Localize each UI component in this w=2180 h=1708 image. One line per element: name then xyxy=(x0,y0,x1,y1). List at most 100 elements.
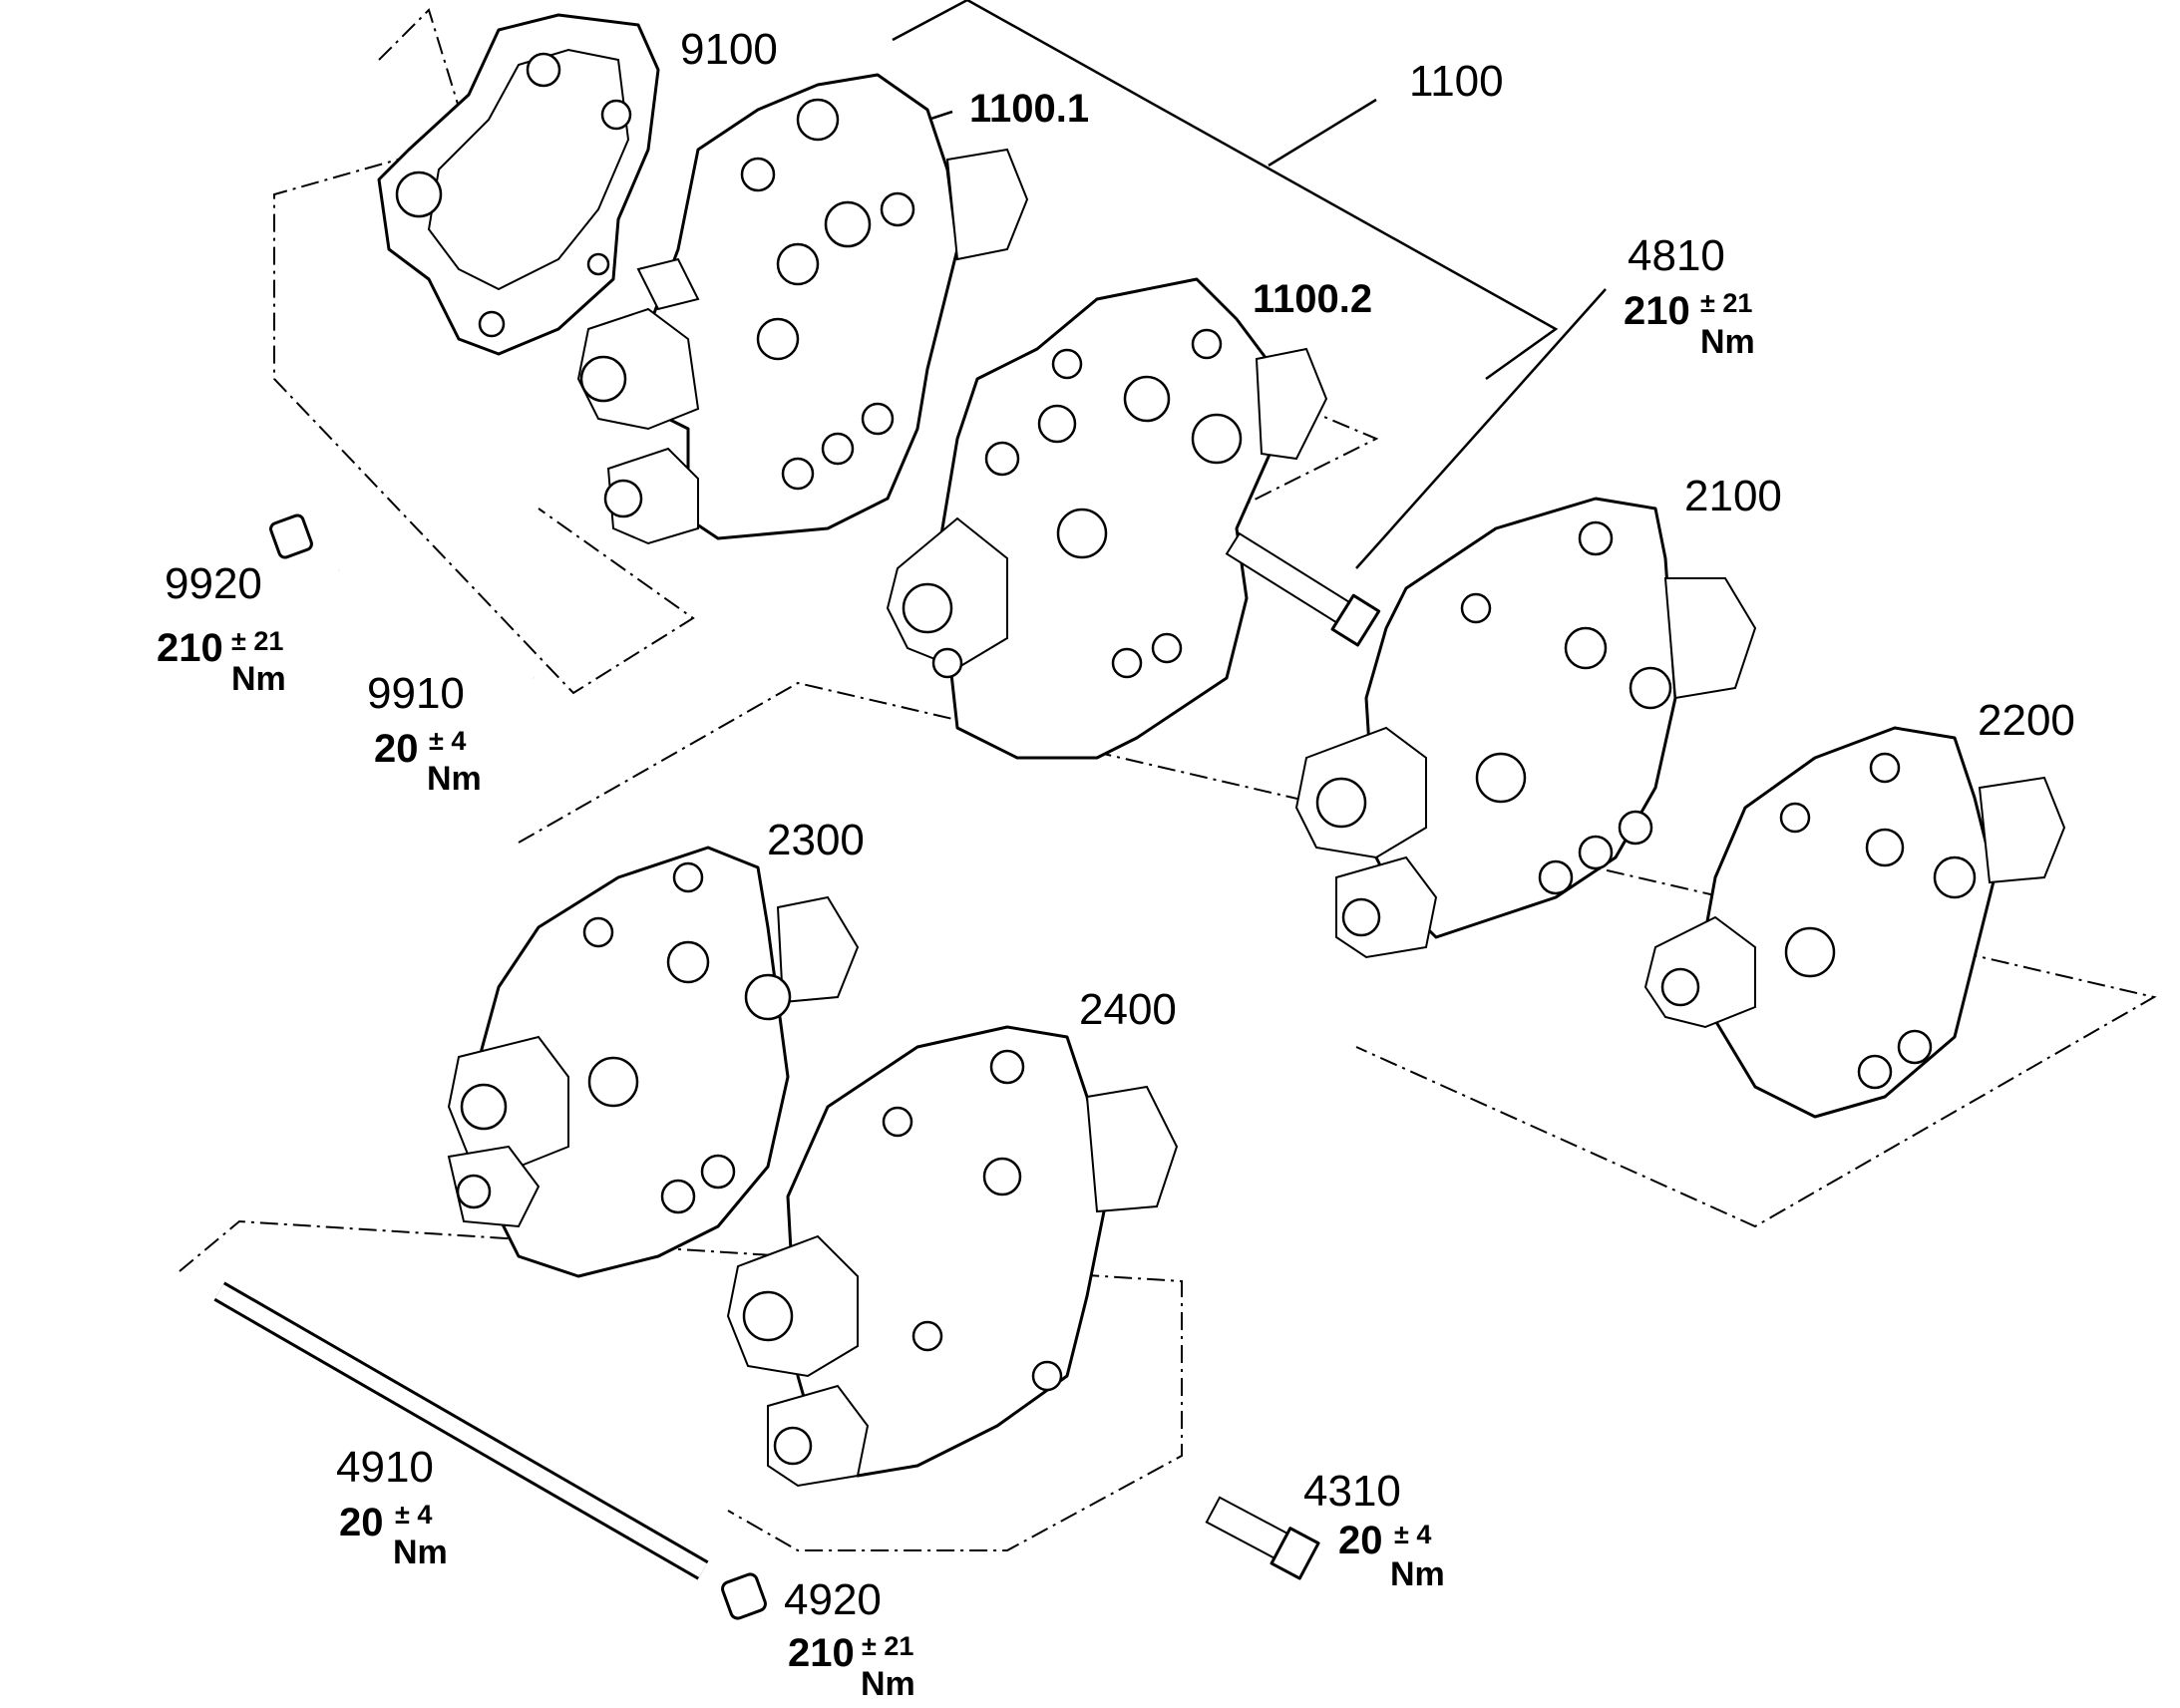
solenoid-lower xyxy=(606,447,699,545)
section-port xyxy=(1897,1029,1933,1065)
label-1100-1: 1100.1 xyxy=(969,87,1089,131)
valve-spool-housing xyxy=(1085,1085,1179,1213)
valve-spool-housing xyxy=(776,895,860,1004)
section-port xyxy=(1857,1054,1893,1090)
torque-unit: Nm xyxy=(393,1534,448,1571)
label-4910: 4910 xyxy=(336,1443,434,1492)
torque-unit: Nm xyxy=(1700,323,1755,361)
torque-9910: 20 ± 4 Nm xyxy=(374,726,482,798)
section-port xyxy=(1784,926,1836,978)
tie-rod-4910 xyxy=(213,1281,709,1580)
section-port xyxy=(1151,632,1183,664)
section-port xyxy=(982,1157,1022,1196)
section-port xyxy=(1578,835,1614,870)
section-port xyxy=(776,242,820,286)
valve-spool-housing xyxy=(1978,776,2066,884)
bracket-1100 xyxy=(892,0,1559,381)
label-1100: 1100 xyxy=(1409,57,1504,106)
torque-tolerance: ± 21 xyxy=(231,626,283,656)
torque-unit: Nm xyxy=(1390,1555,1445,1593)
section-port xyxy=(587,1056,639,1108)
section-port xyxy=(1869,752,1901,784)
torque-unit: Nm xyxy=(861,1665,915,1703)
end-plate-port xyxy=(395,171,443,218)
torque-4920: 210 ± 21 Nm xyxy=(788,1631,915,1703)
end-plate-9100 xyxy=(377,13,660,356)
section-port xyxy=(824,200,872,248)
torque-value: 20 xyxy=(374,727,419,771)
torque-value: 210 xyxy=(1624,289,1690,333)
section-port xyxy=(989,1049,1025,1085)
section-port xyxy=(1037,404,1077,444)
section-port xyxy=(984,441,1020,477)
solenoid-port xyxy=(1660,967,1700,1007)
solenoid-port xyxy=(931,647,963,679)
fitting-top xyxy=(636,257,700,311)
section-port xyxy=(1618,810,1653,846)
leader-1100 xyxy=(1268,98,1377,168)
callouts: 9100 1100.1 1100 1100.2 4810 2100 2200 2… xyxy=(165,25,2075,1624)
solenoid-port xyxy=(460,1083,508,1131)
end-plate-port xyxy=(600,99,632,131)
valve-section-2400 xyxy=(726,1025,1179,1488)
end-plate-port xyxy=(586,252,610,276)
section-port xyxy=(1538,859,1574,895)
section-port xyxy=(1564,626,1608,670)
solenoid-port xyxy=(773,1426,813,1466)
section-port xyxy=(1865,828,1905,867)
valve-section-icon xyxy=(935,277,1278,760)
section-port xyxy=(1111,647,1143,679)
valve-spool-housing xyxy=(1255,347,1328,461)
torque-tolerance: ± 4 xyxy=(429,726,466,756)
label-4810: 4810 xyxy=(1628,231,1725,280)
bolt-4810 xyxy=(1225,531,1381,647)
torque-value: 20 xyxy=(339,1501,384,1544)
solenoid-port xyxy=(742,1290,794,1342)
torque-4810: 210 ± 21 Nm xyxy=(1624,288,1755,361)
torque-tolerance: ± 4 xyxy=(395,1500,432,1530)
solenoid-port xyxy=(603,479,643,518)
section-port xyxy=(821,432,855,466)
torque-4910: 20 ± 4 Nm xyxy=(339,1500,448,1571)
label-1100-2: 1100.2 xyxy=(1253,277,1372,321)
solenoid-port xyxy=(456,1174,492,1209)
torque-unit: Nm xyxy=(427,760,482,798)
solenoid-cap xyxy=(1643,915,1756,1029)
section-port xyxy=(1031,1360,1063,1392)
outline-upper-left xyxy=(273,8,695,695)
outline-lower xyxy=(179,1219,1183,1551)
section-port xyxy=(861,402,895,436)
valve-section-1100-1 xyxy=(576,73,1029,545)
torque-value: 210 xyxy=(157,626,223,670)
outline-middle xyxy=(518,681,2157,1228)
label-2300: 2300 xyxy=(767,816,865,864)
end-plate-port xyxy=(478,310,506,338)
section-port xyxy=(796,98,840,142)
label-9100: 9100 xyxy=(680,25,778,74)
valve-spool-housing xyxy=(1663,577,1757,700)
bolt-4310 xyxy=(1205,1496,1320,1580)
section-port xyxy=(660,1179,696,1214)
bolt-head xyxy=(1330,593,1381,647)
section-port xyxy=(666,940,710,984)
section-port xyxy=(1191,328,1223,360)
solenoid-port xyxy=(902,582,953,634)
torque-unit: Nm xyxy=(231,660,286,698)
section-port xyxy=(740,157,776,192)
section-port xyxy=(1933,855,1977,899)
section-port xyxy=(1123,375,1171,423)
torque-tolerance: ± 21 xyxy=(1700,288,1752,318)
section-port xyxy=(1578,520,1614,556)
torque-tolerance: ± 4 xyxy=(1394,1520,1431,1549)
bolt-head xyxy=(1270,1527,1320,1580)
solenoid-port xyxy=(1341,897,1381,937)
section-port xyxy=(1475,752,1527,804)
section-port xyxy=(911,1320,943,1352)
torque-tolerance: ± 21 xyxy=(862,1631,913,1661)
label-4920: 4920 xyxy=(784,1575,882,1624)
section-port xyxy=(1460,592,1492,624)
nut-9920 xyxy=(269,513,313,559)
valve-section-1100-2 xyxy=(886,277,1328,760)
tie-rod-9910 xyxy=(335,563,538,685)
